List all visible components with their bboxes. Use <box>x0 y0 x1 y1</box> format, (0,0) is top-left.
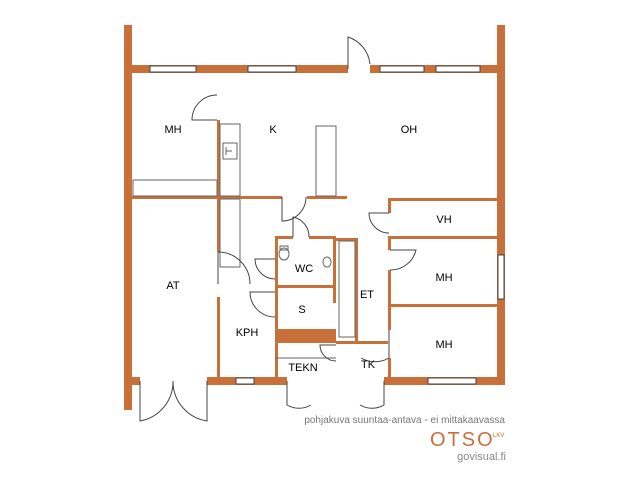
interior-walls <box>130 120 498 380</box>
room-label-oh: OH <box>401 124 418 136</box>
room-label-s: S <box>298 304 305 316</box>
sink-icon <box>222 142 238 160</box>
door-mh3-icon <box>360 330 390 363</box>
faucet-icon <box>225 147 232 155</box>
toilet-tank-icon <box>279 245 289 251</box>
door-wc-icon <box>292 216 310 238</box>
fixtures <box>132 123 356 359</box>
logo-suffix: LKV <box>493 433 504 439</box>
room-label-k: K <box>269 124 277 136</box>
room-label-wc: WC <box>295 263 313 275</box>
disclaimer-caption: pohjakuva suuntaa-antava - ei mittakaava… <box>304 415 505 426</box>
room-label-mh3: MH <box>435 339 452 351</box>
otso-logo: OTSO LKV <box>430 429 504 451</box>
room-label-at: AT <box>166 280 180 292</box>
washbasin-icon <box>322 256 332 268</box>
door-right-leaf-icon <box>172 380 208 422</box>
logo-text: OTSO <box>430 429 495 451</box>
room-label-tekn: TEKN <box>288 362 317 374</box>
door-kph-icon <box>249 291 276 318</box>
kitchen-counter <box>219 123 241 197</box>
room-label-mh1: MH <box>164 124 181 136</box>
toilet-icon <box>278 247 290 261</box>
door-at-icon <box>217 251 251 285</box>
room-label-kph: KPH <box>236 327 259 339</box>
door-tekn-icon <box>319 344 337 362</box>
wardrobe <box>132 179 218 197</box>
room-label-et: ET <box>360 289 374 301</box>
kitchen-island <box>315 125 337 197</box>
door-vh-icon <box>368 212 390 234</box>
hall-closet <box>338 240 356 338</box>
entrance-door-icon <box>347 36 371 69</box>
door-left-leaf-icon <box>139 380 174 422</box>
windows <box>149 65 505 385</box>
room-label-tk: TK <box>361 359 376 371</box>
door-k-corridor-icon <box>281 196 307 222</box>
door-tk-outside2-icon <box>359 381 385 409</box>
door-mh1-icon <box>191 94 218 121</box>
door-s-icon <box>254 258 276 280</box>
room-label-vh: VH <box>436 214 451 226</box>
door-tk-outside-icon <box>286 381 312 409</box>
website-text: govisual.fi <box>457 451 506 463</box>
storage-cabinet <box>219 198 241 268</box>
doors <box>139 36 417 422</box>
door-mh2-icon <box>389 249 417 271</box>
room-label-mh2: MH <box>435 272 452 284</box>
